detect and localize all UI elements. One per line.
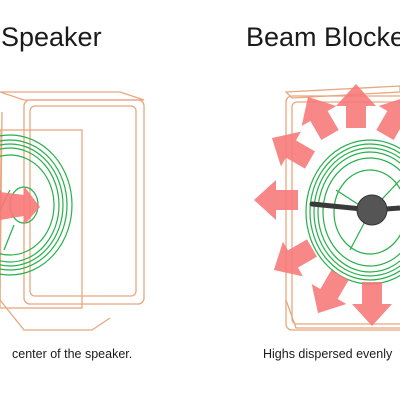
panel-title-standard: Speaker xyxy=(1,22,102,52)
panel-caption-standard: center of the speaker. xyxy=(12,347,133,361)
dispersion-arrow xyxy=(300,265,358,324)
panel-caption-beam-blocker: Highs dispersed evenly xyxy=(263,347,393,361)
beam-blocker-phase-plug xyxy=(309,194,400,226)
dispersion-arrow xyxy=(261,120,320,178)
dispersion-arrow xyxy=(336,84,376,128)
panel-title-beam-blocker: Beam Blocke xyxy=(246,22,400,52)
dispersion-arrow xyxy=(263,230,322,288)
beam-blocker-speaker-illustration xyxy=(254,84,400,331)
standard-beam-arrow xyxy=(0,186,40,225)
dispersion-arrow xyxy=(352,282,392,326)
standard-speaker-illustration xyxy=(0,91,145,331)
